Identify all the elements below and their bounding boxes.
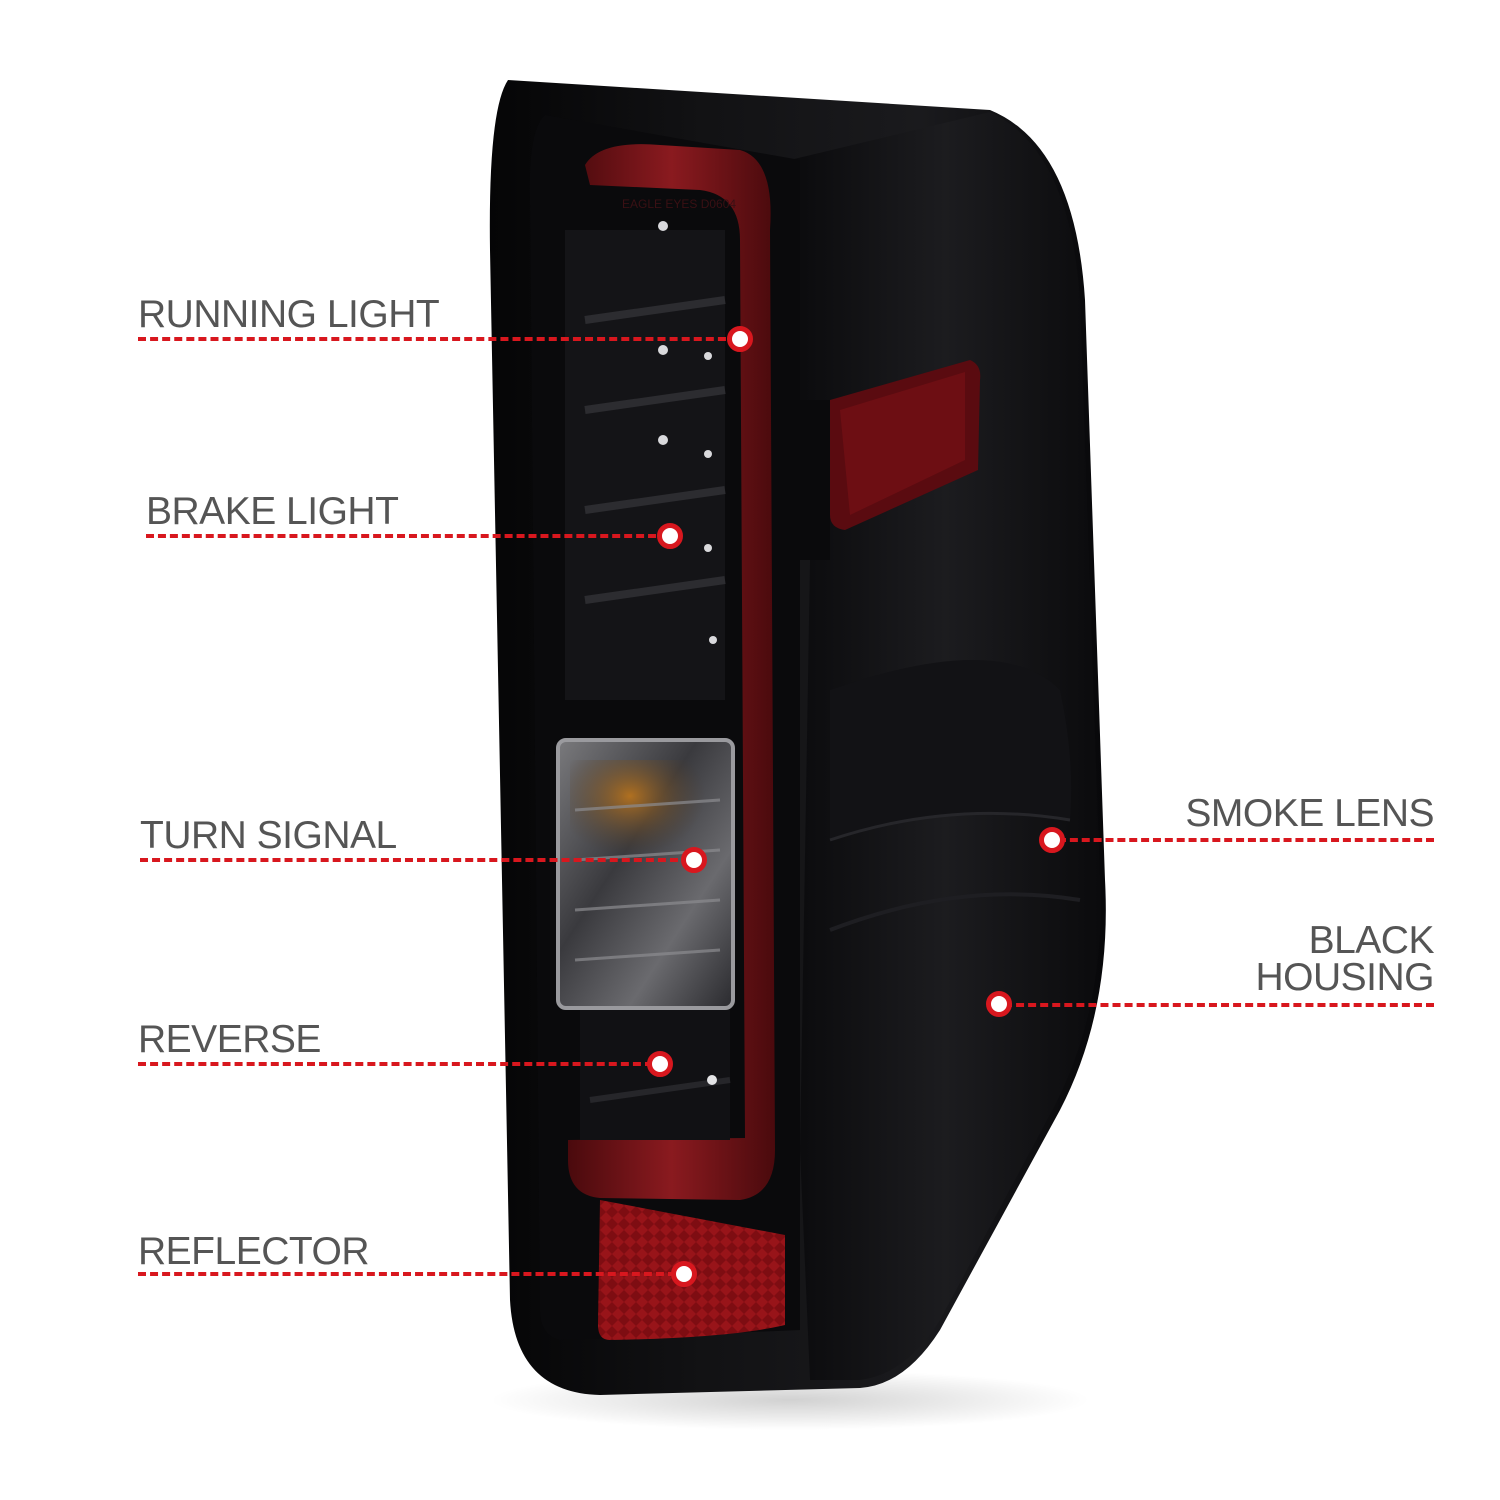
running-light-marker xyxy=(727,326,753,352)
turn-signal-label: TURN SIGNAL xyxy=(140,814,397,857)
reverse-marker xyxy=(647,1051,673,1077)
black-housing-label: BLACK HOUSING xyxy=(1255,919,1435,999)
brake-light-label: BRAKE LIGHT xyxy=(146,490,399,533)
reverse-leader xyxy=(138,1062,653,1066)
smoke-lens-leader xyxy=(1058,838,1434,842)
led-chips xyxy=(658,221,717,644)
black-housing-marker xyxy=(986,991,1012,1017)
running-light-leader xyxy=(138,337,738,341)
smoke-lens-marker xyxy=(1039,827,1065,853)
black-housing-label-line-1: BLACK xyxy=(1308,919,1435,962)
lens-marking: EAGLE EYES D0604 xyxy=(622,197,736,211)
turn-signal-leader xyxy=(140,858,690,862)
black-housing-leader xyxy=(1004,1003,1434,1007)
led-fins xyxy=(584,296,726,604)
black-housing-label-line-2: HOUSING xyxy=(1255,956,1434,999)
reflector-label: REFLECTOR xyxy=(138,1230,370,1273)
reflector-leader xyxy=(138,1272,676,1276)
running-light-label: RUNNING LIGHT xyxy=(138,293,440,336)
reverse-label: REVERSE xyxy=(138,1018,321,1061)
turn-signal-marker xyxy=(681,847,707,873)
smoke-lens-label: SMOKE LENS xyxy=(1185,792,1434,835)
running-light-bar xyxy=(568,144,775,1201)
reflector-marker xyxy=(671,1261,697,1287)
brake-light-marker xyxy=(657,523,683,549)
brake-light-leader xyxy=(146,534,668,538)
